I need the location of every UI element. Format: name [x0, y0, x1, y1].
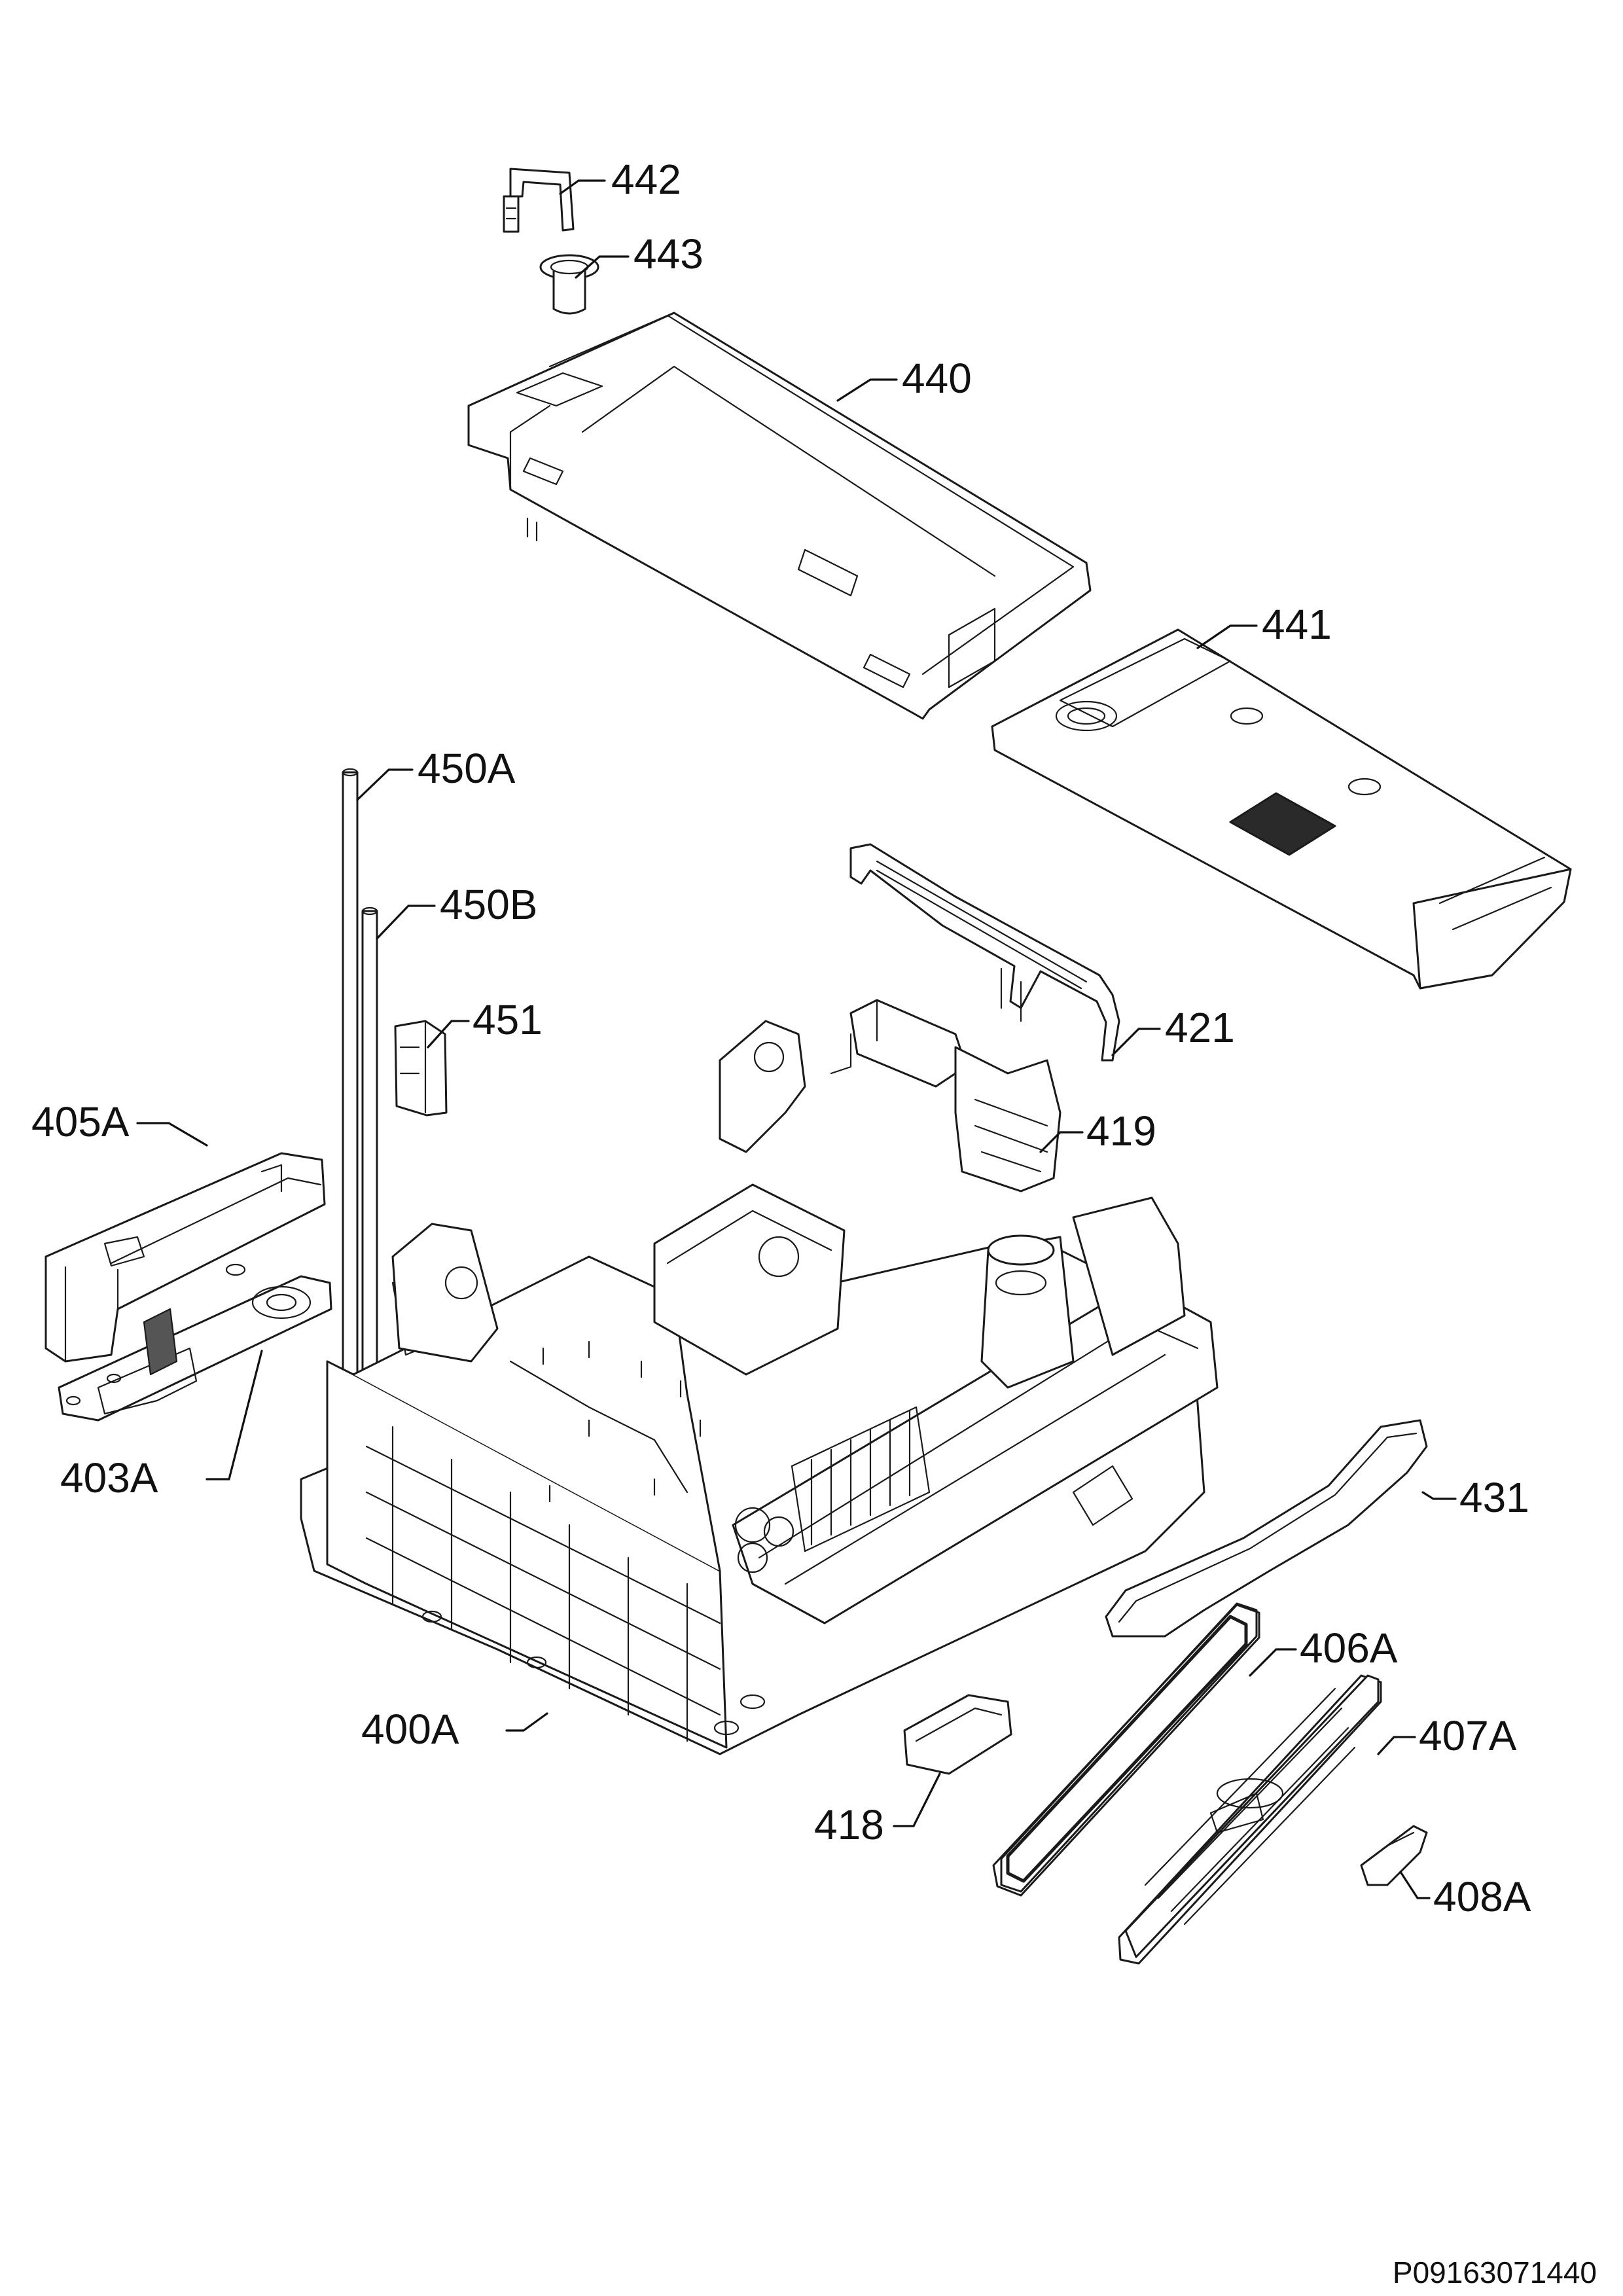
part-421-rail[interactable]	[849, 843, 1120, 1062]
callout-451: 451	[473, 996, 543, 1043]
callout-418: 418	[814, 1801, 884, 1848]
part-450b-rod[interactable]	[361, 906, 378, 1410]
part-440-upper-tray[interactable]	[467, 312, 1092, 720]
callout-441: 441	[1262, 601, 1332, 648]
part-441-drawer[interactable]	[991, 628, 1572, 990]
callout-400a: 400A	[361, 1706, 459, 1753]
callout-450b: 450B	[440, 881, 537, 928]
part-405a-cover[interactable]	[45, 1152, 326, 1363]
callout-440: 440	[902, 355, 972, 402]
callout-442: 442	[611, 156, 681, 203]
callout-403a: 403A	[60, 1454, 158, 1501]
part-442-bracket[interactable]	[503, 168, 575, 233]
part-419-pump[interactable]	[830, 999, 1061, 1193]
callout-419: 419	[1086, 1107, 1156, 1155]
callout-405a: 405A	[31, 1098, 130, 1145]
callout-406a: 406A	[1300, 1624, 1398, 1672]
part-431-gasket[interactable]	[1105, 1419, 1428, 1638]
callout-labels: 442 443 440 441 450A 450B 451 421 419 40…	[31, 156, 1531, 1920]
part-451-clip[interactable]	[394, 1020, 448, 1117]
part-407a-grille[interactable]	[1118, 1674, 1382, 1965]
part-406a-frame-seal[interactable]	[992, 1602, 1260, 1897]
part-443-sleeve[interactable]	[539, 254, 599, 315]
callout-431: 431	[1459, 1474, 1529, 1521]
callout-421: 421	[1165, 1004, 1235, 1051]
part-418-flap[interactable]	[903, 1694, 1012, 1775]
leader-lines	[136, 179, 1457, 1899]
part-403a-panel[interactable]	[58, 1263, 332, 1422]
callout-408a: 408A	[1433, 1873, 1531, 1920]
part-450a-rod[interactable]	[342, 768, 359, 1408]
part-400a-base-frame[interactable]	[300, 1020, 1219, 1755]
callout-450a: 450A	[418, 745, 516, 792]
callout-443: 443	[633, 230, 704, 278]
diagram-code: P09163071440	[1393, 2255, 1597, 2289]
part-408a-tool[interactable]	[1360, 1825, 1428, 1886]
callout-407a: 407A	[1419, 1712, 1517, 1759]
